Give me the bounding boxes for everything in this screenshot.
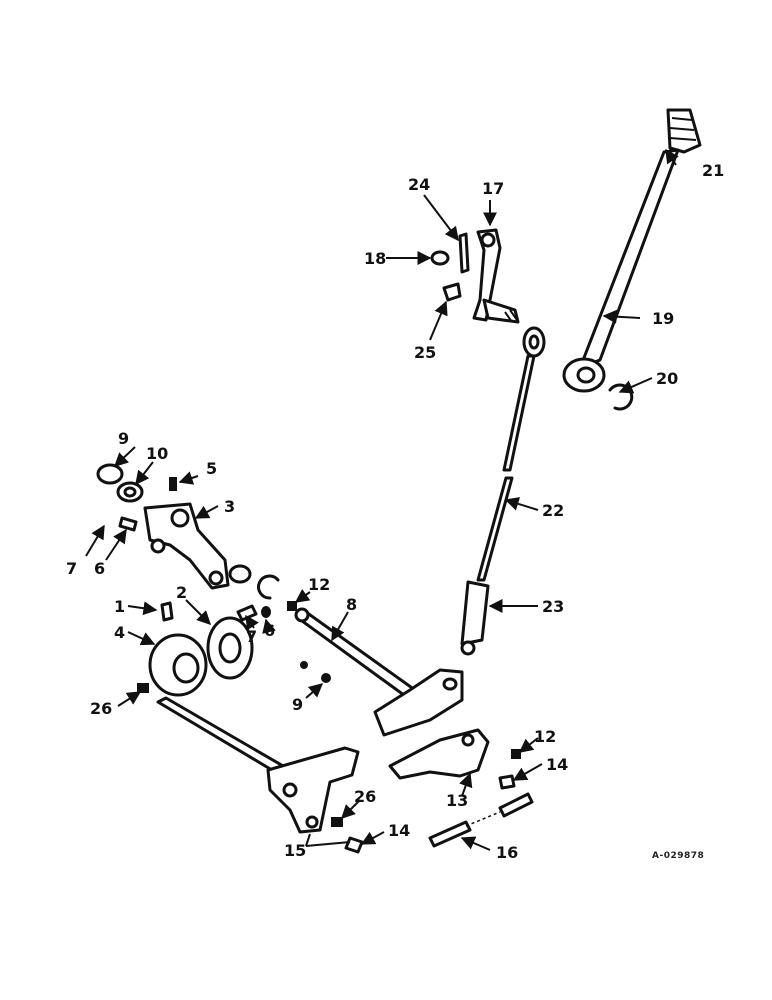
callout-6-left: 6 <box>94 559 105 578</box>
nut-26-lower <box>331 817 343 827</box>
snap-ring <box>257 574 280 600</box>
leader-lines <box>85 148 679 851</box>
clevis-23 <box>460 580 490 646</box>
spring-link-assembly <box>388 728 534 848</box>
arm-shaft <box>482 298 520 324</box>
callout-12-upper: 12 <box>308 575 330 594</box>
washer-round <box>228 564 252 584</box>
callout-7-left: 7 <box>66 559 77 578</box>
lower-shaft-assembly <box>156 696 364 854</box>
callout-15: 15 <box>284 841 306 860</box>
control-rod-assembly <box>460 326 546 656</box>
lever-knob-21 <box>666 108 702 154</box>
bolt-12-lower <box>511 749 521 759</box>
nut-9 <box>321 673 331 683</box>
callout-22: 22 <box>542 501 564 520</box>
callout-26-lower: 26 <box>354 787 376 806</box>
pin-6-lower <box>261 606 271 618</box>
callout-7-right: 7 <box>246 627 257 646</box>
callout-17: 17 <box>482 179 504 198</box>
callout-12-lower: 12 <box>534 727 556 746</box>
spring-16-right <box>498 792 534 818</box>
callout-14-right: 14 <box>546 755 568 774</box>
pin-1 <box>160 601 174 622</box>
callout-10: 10 <box>146 444 168 463</box>
pin-7-lower <box>236 604 258 622</box>
callout-1: 1 <box>114 597 125 616</box>
rod-22 <box>476 476 514 582</box>
callout-13: 13 <box>446 791 468 810</box>
shift-plate <box>373 668 464 737</box>
callout-16: 16 <box>496 843 518 862</box>
bracket-cluster <box>96 463 280 600</box>
callout-9: 9 <box>292 695 303 714</box>
spring-24 <box>458 232 470 274</box>
callout-8: 8 <box>346 595 357 614</box>
shift-lever-assembly <box>562 108 702 411</box>
spring-16-left <box>428 820 472 848</box>
callout-18: 18 <box>364 249 386 268</box>
callout-25: 25 <box>414 343 436 362</box>
callout-20: 20 <box>656 369 678 388</box>
bolt-head-18 <box>430 250 450 266</box>
shift-arm-assembly <box>430 228 520 324</box>
callout-23: 23 <box>542 597 564 616</box>
bolt-12-upper <box>287 601 297 611</box>
clip-14-upper <box>498 774 516 790</box>
pin-5 <box>169 477 177 491</box>
callout-6-right: 6 <box>264 621 275 640</box>
callout-21: 21 <box>702 161 724 180</box>
clip-14-lower <box>344 836 364 854</box>
callout-labels: 9 10 5 3 7 6 1 2 4 26 7 6 12 8 9 24 17 1… <box>66 161 724 862</box>
snap-ring-11 <box>96 463 124 485</box>
arm-15 <box>266 746 360 834</box>
cross-shaft-assembly <box>287 601 464 737</box>
callout-2: 2 <box>176 583 187 602</box>
callout-19: 19 <box>652 309 674 328</box>
callout-11: 9 <box>118 429 129 448</box>
clip-25 <box>442 282 462 302</box>
callout-14-left: 14 <box>388 821 410 840</box>
reference-code: A-029878 <box>652 851 704 861</box>
nut-26 <box>137 683 149 693</box>
lower-shaft <box>156 696 292 778</box>
shaft-8 <box>296 610 417 700</box>
callout-4: 4 <box>114 623 125 642</box>
callout-26-left: 26 <box>90 699 112 718</box>
shift-arm-17 <box>472 228 502 322</box>
lever-rod-19 <box>578 148 680 370</box>
pulley-cluster <box>137 601 271 697</box>
callout-3: 3 <box>224 497 235 516</box>
callout-24: 24 <box>408 175 430 194</box>
pin-6-upper <box>118 516 138 532</box>
callout-5: 5 <box>206 459 217 478</box>
